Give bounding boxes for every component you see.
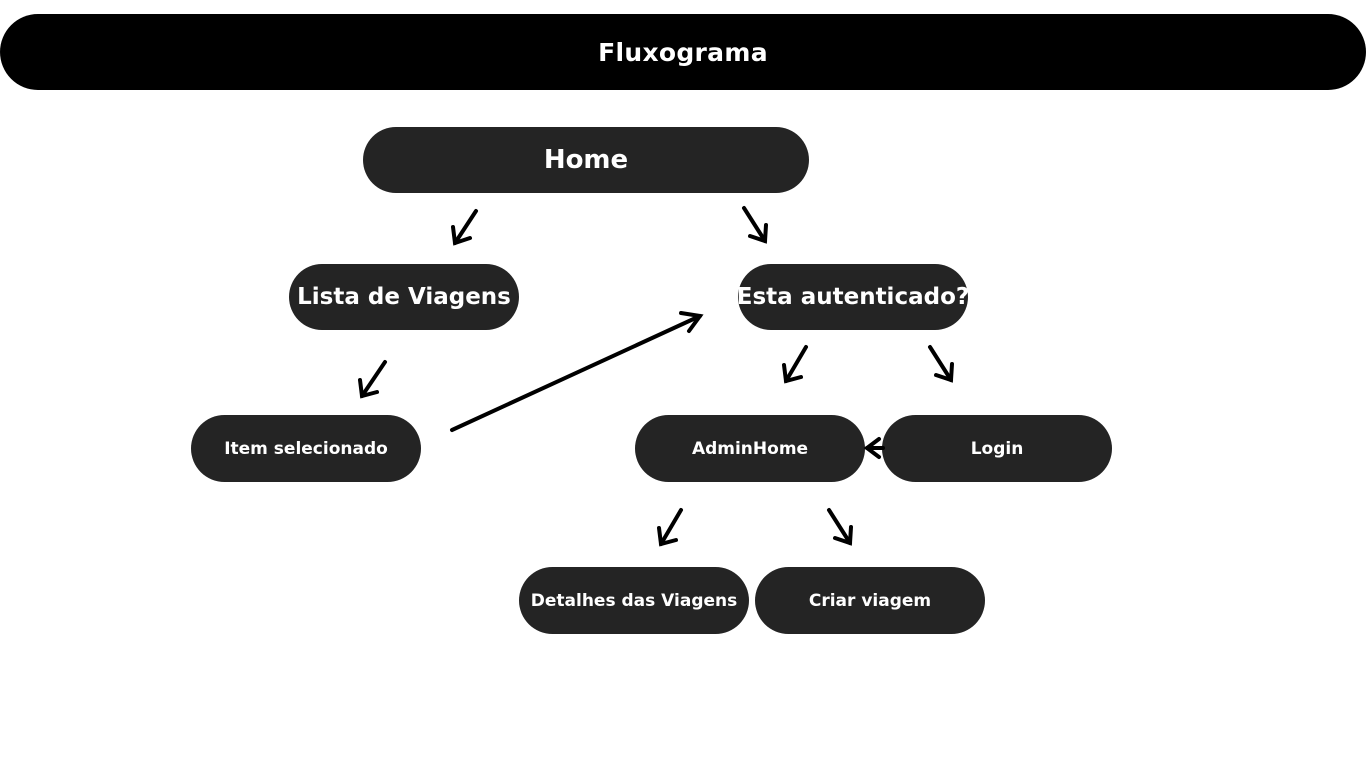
node-home: Home	[363, 127, 809, 193]
arrow-adminhome-to-detalhes	[657, 508, 683, 547]
arrow-lista-to-item	[358, 360, 387, 399]
arrow-item-to-autenticado	[450, 311, 704, 432]
node-lista-de-viagens: Lista de Viagens	[289, 264, 519, 330]
node-criar-viagem: Criar viagem	[755, 567, 985, 634]
node-adminhome: AdminHome	[635, 415, 865, 482]
page-title: Fluxograma	[598, 37, 768, 67]
header-bar: Fluxograma	[0, 14, 1366, 90]
node-detalhes-das-viagens: Detalhes das Viagens	[519, 567, 749, 634]
arrow-home-to-autenticado	[742, 206, 768, 244]
arrow-home-to-lista	[451, 209, 478, 246]
arrow-autenticado-to-login	[928, 345, 954, 383]
node-esta-autenticado: Esta autenticado?	[737, 264, 969, 330]
arrow-login-to-adminhome	[863, 437, 885, 459]
node-item-selecionado: Item selecionado	[191, 415, 421, 482]
arrow-adminhome-to-criar	[827, 508, 853, 546]
arrow-autenticado-to-adminhome	[782, 345, 808, 384]
node-login: Login	[882, 415, 1112, 482]
